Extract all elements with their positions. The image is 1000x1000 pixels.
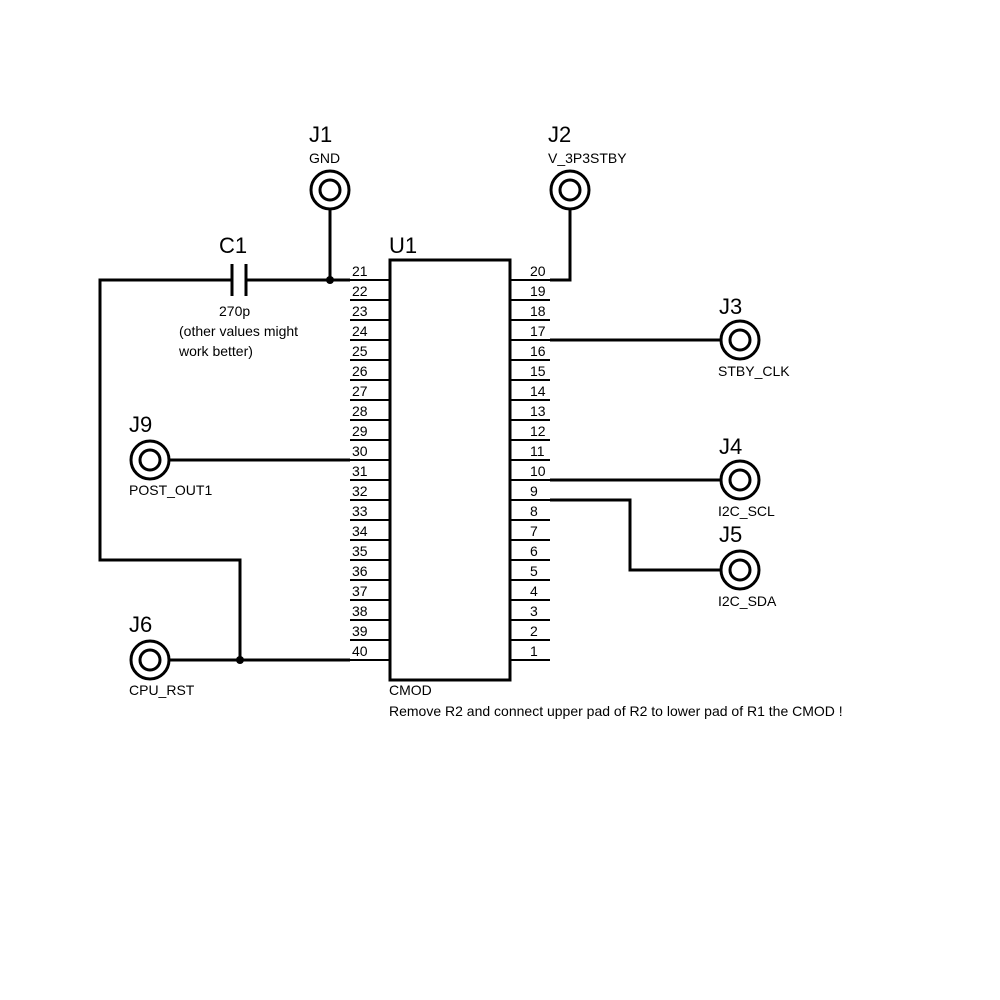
ic-pin-number-28: 28	[352, 403, 368, 419]
wire-i2c-sda	[550, 498, 720, 572]
j2-ref: J2	[548, 122, 571, 147]
ic-pin-number-26: 26	[352, 363, 368, 379]
ic-pin-number-33: 33	[352, 503, 368, 519]
ic-pin-number-22: 22	[352, 283, 368, 299]
c1-note-line1: (other values might	[179, 323, 298, 339]
j4-ref: J4	[719, 434, 742, 459]
junction-gnd	[326, 276, 334, 284]
ic-pin-number-8: 8	[530, 503, 538, 519]
ic-pin-number-16: 16	[530, 343, 546, 359]
ic-pin-number-30: 30	[352, 443, 368, 459]
ic-pin-number-17: 17	[530, 323, 546, 339]
connector-j4	[719, 459, 761, 501]
j2-label: V_3P3STBY	[548, 150, 627, 166]
ic-pin-number-10: 10	[530, 463, 546, 479]
j1-label: GND	[309, 150, 340, 166]
ic-pin-number-23: 23	[352, 303, 368, 319]
ic-pin-number-25: 25	[352, 343, 368, 359]
ic-pin-number-31: 31	[352, 463, 368, 479]
ic-pin-number-18: 18	[530, 303, 546, 319]
ic-pin-number-21: 21	[352, 263, 368, 279]
ic-pin-number-20: 20	[530, 263, 546, 279]
ic-pin-number-19: 19	[530, 283, 546, 299]
j6-ref: J6	[129, 612, 152, 637]
ic-pin-number-13: 13	[530, 403, 546, 419]
ic-pin-number-37: 37	[352, 583, 368, 599]
ic-pin-number-9: 9	[530, 483, 538, 499]
j3-ref: J3	[719, 294, 742, 319]
ic-pin-number-3: 3	[530, 603, 538, 619]
ic-pin-number-14: 14	[530, 383, 546, 399]
junction-cpu-rst	[236, 656, 244, 664]
ic-pin-number-7: 7	[530, 523, 538, 539]
connector-j3	[719, 319, 761, 361]
ic-pin-number-15: 15	[530, 363, 546, 379]
ic-value: CMOD	[389, 682, 432, 698]
ic-pin-number-35: 35	[352, 543, 368, 559]
ic-pin-number-6: 6	[530, 543, 538, 559]
ic-pin-number-40: 40	[352, 643, 368, 659]
ic-body	[388, 258, 512, 682]
j1-ref: J1	[309, 122, 332, 147]
c1-ref: C1	[219, 233, 247, 258]
ic-pin-number-1: 1	[530, 643, 538, 659]
connector-j1	[309, 169, 351, 211]
connector-j9	[129, 439, 171, 481]
j9-ref: J9	[129, 412, 152, 437]
capacitor-c1	[230, 264, 248, 296]
connector-j6	[129, 639, 171, 681]
ic-right-pins: 20 19 18 17 16 15 14 13 12 11 10 9 8 7 6 5 4 3 2 1	[510, 263, 550, 661]
connector-j2	[549, 169, 591, 211]
j3-label: STBY_CLK	[718, 363, 790, 379]
j4-label: I2C_SCL	[718, 503, 775, 519]
ic-pin-number-29: 29	[352, 423, 368, 439]
j6-label: CPU_RST	[129, 682, 195, 698]
c1-note-line2: work better)	[178, 343, 253, 359]
ic-pin-number-11: 11	[530, 443, 545, 459]
c1-value: 270p	[219, 303, 250, 319]
ic-pin-number-38: 38	[352, 603, 368, 619]
ic-pin-number-5: 5	[530, 563, 538, 579]
j5-label: I2C_SDA	[718, 593, 777, 609]
wire-v3p3stby	[550, 210, 572, 282]
ic-pin-number-2: 2	[530, 623, 538, 639]
ic-pin-number-34: 34	[352, 523, 368, 539]
ic-pin-number-24: 24	[352, 323, 368, 339]
ic-pin-number-36: 36	[352, 563, 368, 579]
j5-ref: J5	[719, 522, 742, 547]
ic-pin-number-39: 39	[352, 623, 368, 639]
j9-label: POST_OUT1	[129, 482, 212, 498]
ic-pin-number-27: 27	[352, 383, 368, 399]
wire-cpu-rst-loop	[98, 278, 242, 660]
ic-note: Remove R2 and connect upper pad of R2 to…	[389, 703, 843, 719]
ic-left-pins: 21 22 23 24 25 26 27 28 29 30 31 32 33 34 35 36 37 38 39 40	[350, 263, 390, 661]
ic-pin-number-12: 12	[530, 423, 546, 439]
ic-ref: U1	[389, 233, 417, 258]
ic-pin-number-32: 32	[352, 483, 368, 499]
ic-pin-number-4: 4	[530, 583, 538, 599]
connector-j5	[719, 549, 761, 591]
